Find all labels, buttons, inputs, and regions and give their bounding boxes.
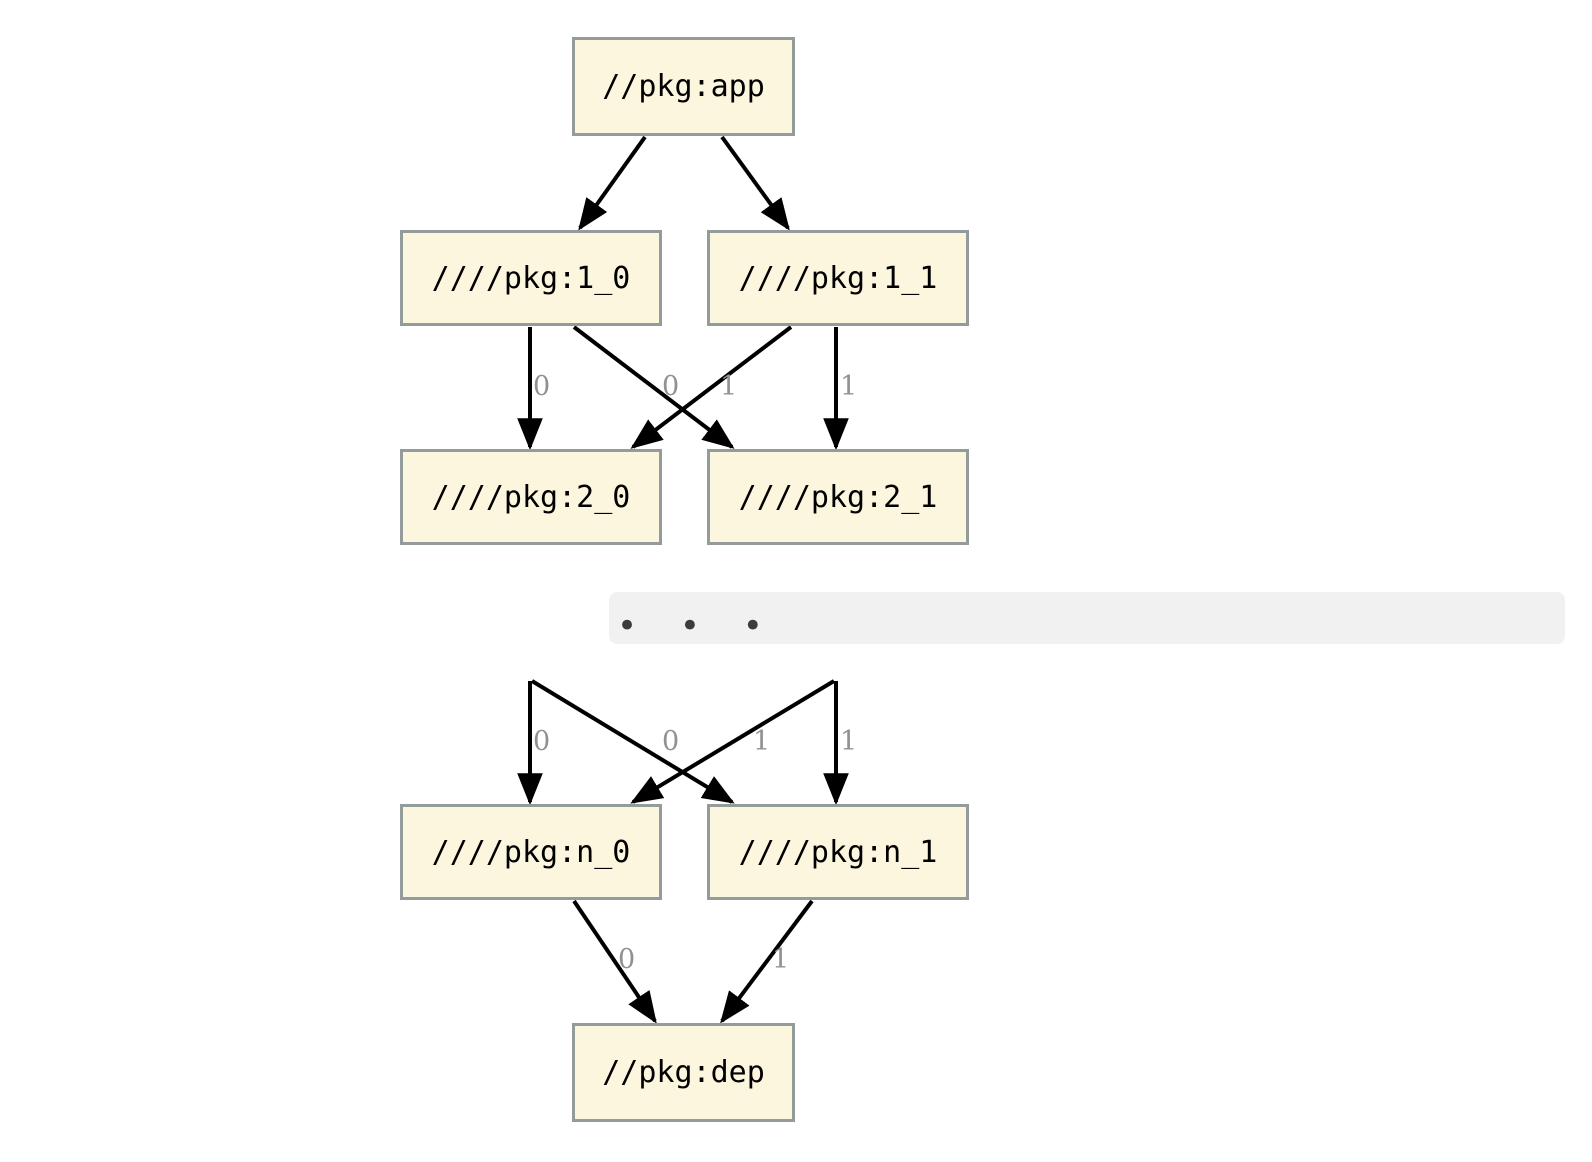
node-label: ////pkg:2_0 <box>431 479 631 515</box>
edge-src-to-nn_1 <box>530 679 735 804</box>
node-label: //pkg:dep <box>602 1055 765 1090</box>
node-n1_0[interactable]: ////pkg:1_0 <box>400 230 662 326</box>
edge-src-to-nn_0 <box>630 679 836 804</box>
edge-label: 1 <box>720 371 738 402</box>
node-label: ////pkg:n_1 <box>738 834 938 870</box>
node-nn_0[interactable]: ////pkg:n_0 <box>400 804 662 900</box>
edge-n1_0-to-n2_1 <box>572 325 735 449</box>
node-n2_0[interactable]: ////pkg:2_0 <box>400 449 662 545</box>
node-label: ////pkg:n_0 <box>431 834 631 870</box>
edge-lines <box>517 135 849 1024</box>
edge-label: 1 <box>753 726 771 757</box>
node-dep[interactable]: //pkg:dep <box>572 1023 795 1122</box>
edge-label: 1 <box>840 726 858 757</box>
edge-nn_0-to-dep <box>572 899 657 1024</box>
edge-label: 0 <box>662 726 680 757</box>
node-app[interactable]: //pkg:app <box>572 37 795 136</box>
node-n1_1[interactable]: ////pkg:1_1 <box>707 230 969 326</box>
edge-label: 1 <box>840 371 858 402</box>
edge-app-to-n1_0 <box>578 135 647 231</box>
node-nn_1[interactable]: ////pkg:n_1 <box>707 804 969 900</box>
ellipsis-dots: • • • <box>617 606 779 646</box>
edge-label: 1 <box>772 944 790 975</box>
node-label: ////pkg:1_1 <box>738 260 938 296</box>
node-n2_1[interactable]: ////pkg:2_1 <box>707 449 969 545</box>
edge-label: 0 <box>533 371 551 402</box>
node-label: ////pkg:1_0 <box>431 260 631 296</box>
edge-app-to-n1_1 <box>720 135 790 231</box>
edge-label: 0 <box>662 371 680 402</box>
node-label: //pkg:app <box>602 69 765 104</box>
node-label: ////pkg:2_1 <box>738 479 938 515</box>
edge-nn_1-to-dep <box>720 899 814 1024</box>
edge-label: 0 <box>533 726 551 757</box>
edge-n1_1-to-n2_0 <box>630 325 793 449</box>
edge-label: 0 <box>618 944 636 975</box>
ellipsis-separator: • • • <box>609 592 1565 644</box>
